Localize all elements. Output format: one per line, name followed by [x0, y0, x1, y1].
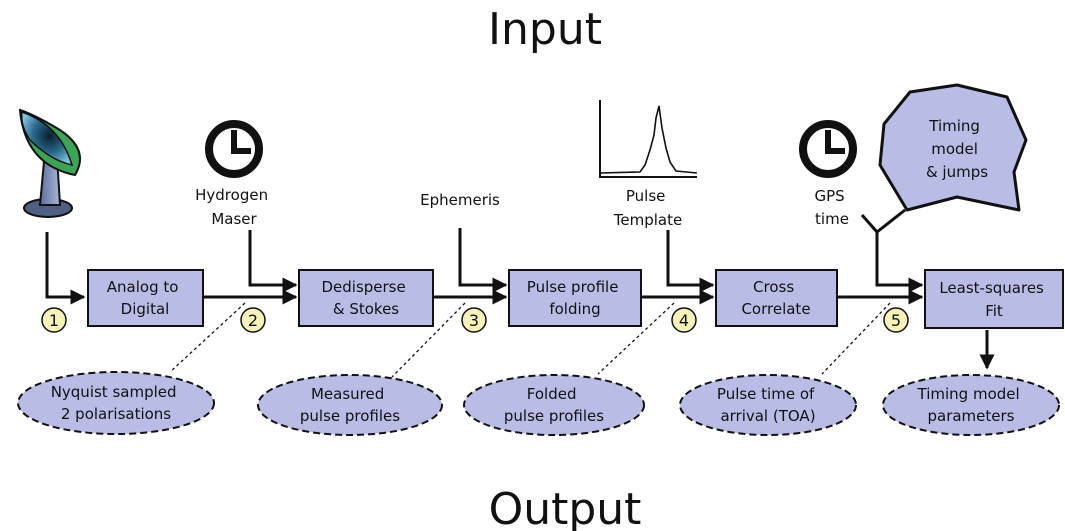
- gps-arrow: [860, 214, 924, 293]
- clock-icon: [205, 120, 263, 178]
- marker-number: 5: [891, 311, 901, 330]
- timing-model-star-icon: [878, 83, 1028, 212]
- gps-line: GPS: [815, 187, 845, 205]
- svg-text:Measured pulse profiles: Measured pulse profiles: [300, 385, 400, 425]
- output-ellipse-4: Pulse time of arrival (TOA): [679, 374, 857, 436]
- output-label: Timing model: [917, 385, 1020, 403]
- maser-arrow: [248, 230, 298, 293]
- timing-model-line: & jumps: [926, 163, 988, 181]
- stage-label: Correlate: [741, 300, 810, 318]
- gps-line: time: [815, 210, 849, 228]
- output-leader: [169, 302, 246, 373]
- stage-label: & Stokes: [333, 300, 399, 318]
- stage-box-3: Pulse profile folding: [508, 269, 642, 327]
- connectors: [45, 208, 995, 370]
- output-leaders: [169, 302, 891, 378]
- maser-label: Hydrogen Maser: [195, 186, 273, 228]
- stage-label: Cross: [753, 278, 794, 296]
- template-line: Template: [613, 211, 682, 229]
- output-label: 2 polarisations: [61, 405, 171, 423]
- svg-text:Least-squares Fit: Least-squares Fit: [939, 279, 1048, 320]
- step-marker-5: 5: [883, 307, 909, 333]
- maser-line: Hydrogen: [195, 186, 268, 204]
- timing-model-label: Timing model & jumps: [926, 117, 988, 181]
- output-label: pulse profiles: [504, 407, 604, 425]
- step-marker-4: 4: [671, 307, 697, 333]
- output-label: parameters: [927, 407, 1014, 425]
- stage-box-1: Analog to Digital: [87, 269, 204, 327]
- svg-text:Dedisperse & Stokes: Dedisperse & Stokes: [321, 278, 410, 318]
- output-ellipse-5: Timing model parameters: [882, 374, 1060, 436]
- ephemeris-arrow: [458, 228, 508, 293]
- stage-label: Least-squares: [939, 279, 1044, 297]
- marker-number: 1: [49, 311, 59, 330]
- svg-text:Folded pulse profiles: Folded pulse profiles: [504, 385, 604, 425]
- timing-model-line-connector: [876, 208, 906, 234]
- svg-text:Cross Correlate: Cross Correlate: [741, 278, 810, 318]
- template-label: Pulse Template: [613, 187, 682, 229]
- stage-label: Analog to: [107, 278, 179, 296]
- marker-number: 2: [248, 311, 258, 330]
- output-ellipse-2: Measured pulse profiles: [257, 374, 443, 436]
- ephemeris-label: Ephemeris: [420, 191, 500, 209]
- stage-label: Pulse profile: [527, 278, 619, 296]
- stage-label: Dedisperse: [321, 278, 405, 296]
- gps-label: GPS time: [815, 187, 850, 228]
- stage-label: folding: [549, 300, 600, 318]
- output-ellipse-3: Folded pulse profiles: [463, 374, 645, 436]
- gps-clock-icon: [799, 120, 857, 178]
- output-leader: [597, 302, 675, 375]
- svg-text:Pulse profile folding: Pulse profile folding: [527, 278, 623, 318]
- input-title: Input: [488, 4, 602, 55]
- svg-text:Nyquist sampled 2 polari: Nyquist sampled 2 polarisations: [51, 383, 182, 423]
- output-label: Measured: [311, 385, 384, 403]
- output-label: Nyquist sampled: [51, 383, 177, 401]
- stage-box-4: Cross Correlate: [715, 269, 838, 327]
- stage-box-2: Dedisperse & Stokes: [298, 269, 434, 327]
- dish-to-adc-arrow: [45, 232, 86, 305]
- timing-model-line: Timing: [928, 117, 980, 135]
- radio-telescope-icon: [18, 108, 81, 218]
- pulse-template-plot-icon: [599, 100, 698, 178]
- output-label: arrival (TOA): [720, 407, 815, 425]
- template-line: Pulse: [626, 187, 666, 205]
- step-marker-3: 3: [461, 307, 487, 333]
- output-title: Output: [489, 484, 642, 531]
- svg-text:Pulse time of arrival (T: Pulse time of arrival (TOA): [717, 385, 819, 425]
- output-label: Folded: [527, 385, 577, 403]
- stage-box-5: Least-squares Fit: [924, 269, 1064, 329]
- svg-text:Timing model parameters: Timing model parameters: [917, 385, 1025, 425]
- maser-line: Maser: [211, 210, 257, 228]
- stage-label: Digital: [121, 300, 170, 318]
- template-arrow: [666, 230, 715, 293]
- output-leader: [821, 302, 891, 375]
- output-ellipse-1: Nyquist sampled 2 polarisations: [17, 371, 215, 435]
- svg-text:Analog to Digital: Analog to Digital: [107, 278, 183, 318]
- output-label: pulse profiles: [300, 407, 400, 425]
- step-marker-1: 1: [41, 307, 67, 333]
- marker-number: 4: [679, 311, 689, 330]
- output-label: Pulse time of: [717, 385, 815, 403]
- marker-number: 3: [469, 311, 479, 330]
- step-marker-2: 2: [240, 307, 266, 333]
- stage-label: Fit: [985, 302, 1003, 320]
- output-leader: [391, 302, 466, 378]
- timing-model-line: model: [931, 140, 978, 158]
